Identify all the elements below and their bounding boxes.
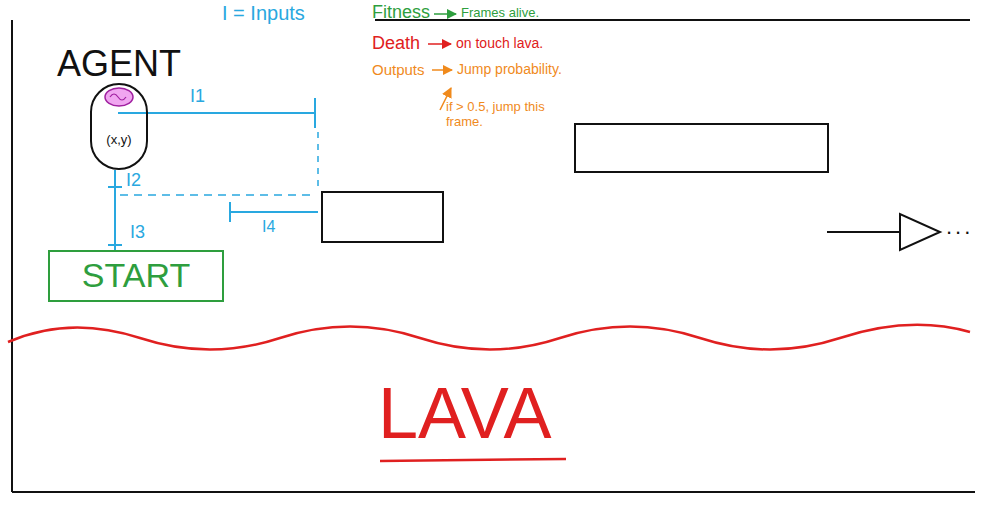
direction-arrow xyxy=(900,214,940,250)
note-detail: if > 0.5, jump this frame. xyxy=(446,100,564,130)
input-label: I4 xyxy=(262,218,275,236)
note-key: Outputs xyxy=(372,61,425,78)
lava-surface xyxy=(8,325,970,350)
brain-icon xyxy=(105,88,133,106)
input-tick xyxy=(229,202,231,222)
note-arrow xyxy=(432,69,452,71)
input-label: I1 xyxy=(190,86,205,107)
note-value: Jump probability. xyxy=(457,61,562,77)
brain-icon xyxy=(110,94,126,100)
lava-label: LAVA xyxy=(378,372,551,455)
input-ray xyxy=(114,170,116,250)
legend-note: I = Inputs xyxy=(222,2,305,25)
note-key: Death xyxy=(372,33,420,54)
direction-arrow xyxy=(827,231,900,233)
input-label: I2 xyxy=(126,170,141,191)
note-value: on touch lava. xyxy=(456,35,543,51)
input-label: I3 xyxy=(128,222,147,243)
node-text: START xyxy=(82,256,190,295)
note-key: Fitness xyxy=(372,2,430,23)
continuation-mark: ... xyxy=(946,214,973,239)
agent-capsule: AGENT(x,y) xyxy=(90,83,148,170)
platform xyxy=(322,192,443,242)
note-value: Frames alive. xyxy=(461,6,539,21)
note-arrow xyxy=(434,13,456,15)
input-tick xyxy=(314,98,316,128)
start-platform: START xyxy=(48,250,224,302)
platform xyxy=(575,124,828,172)
input-dashed xyxy=(317,132,319,190)
note-arrow xyxy=(428,43,451,45)
input-dashed xyxy=(120,194,316,196)
node-text: (x,y) xyxy=(106,133,131,148)
frame-line xyxy=(11,20,13,492)
node-heading: AGENT xyxy=(57,43,181,84)
frame-line xyxy=(12,491,975,493)
input-ray xyxy=(230,211,318,213)
underline xyxy=(380,459,566,461)
